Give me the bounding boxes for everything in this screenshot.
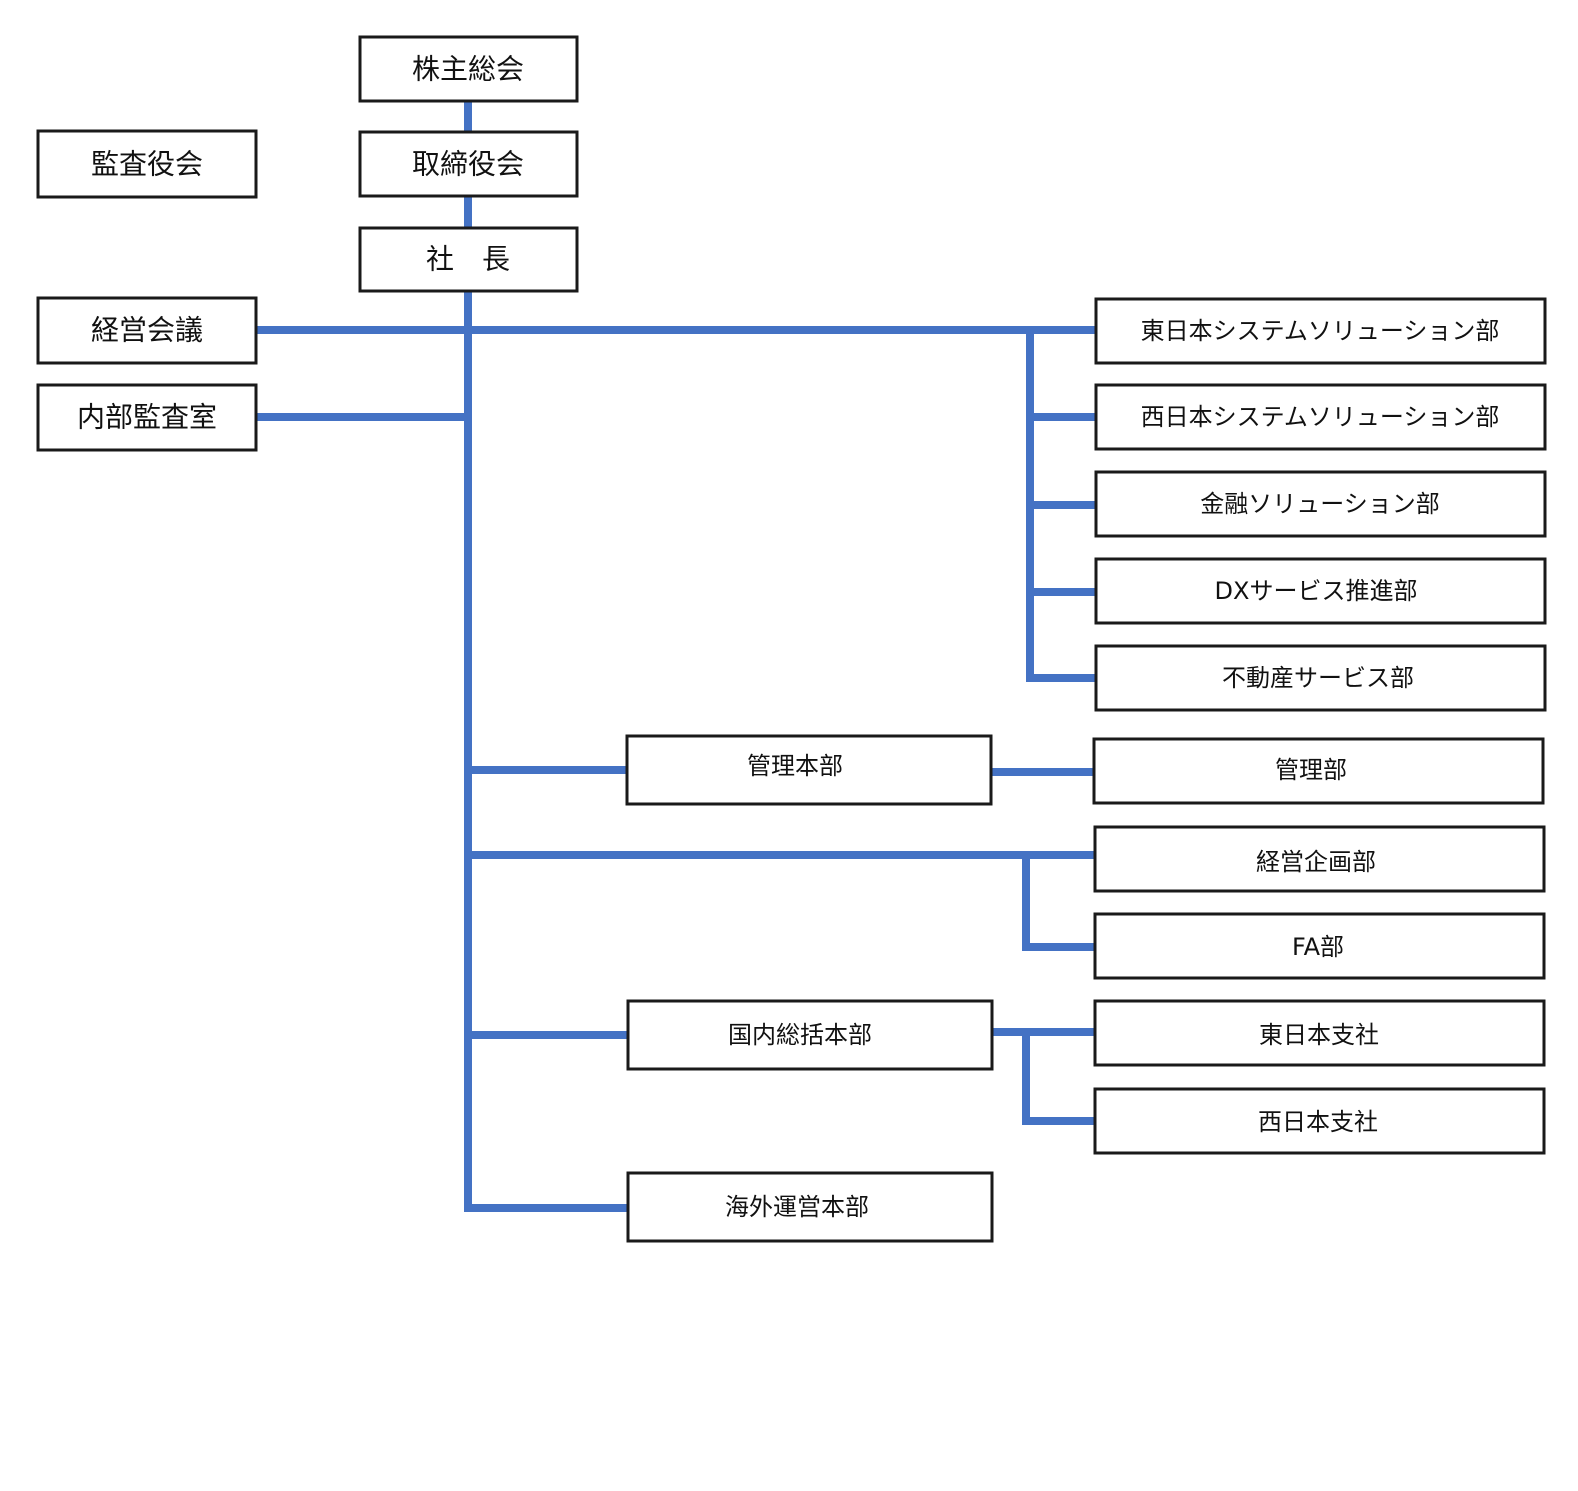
connector-west-branch <box>1026 1117 1095 1125</box>
connector-fa <box>1026 943 1096 951</box>
connector-dx <box>1030 588 1097 596</box>
node-admin-hq: 管理本部 <box>625 734 993 806</box>
node-label: 西日本システムソリューション部 <box>1141 403 1500 431</box>
node-board: 取締役会 <box>358 130 579 198</box>
connector-main-trunk <box>464 290 472 1212</box>
connector-branch-trunk <box>1022 1030 1030 1125</box>
node-label: 監査役会 <box>91 148 203 181</box>
node-domestic-hq: 国内総括本部 <box>626 999 994 1071</box>
node-label: 東日本支社 <box>1259 1021 1379 1049</box>
node-west-system: 西日本システムソリューション部 <box>1094 383 1547 451</box>
connector-real-estate <box>1030 674 1097 682</box>
connector-domestic-hq <box>468 1031 628 1039</box>
node-dx: DXサービス推進部 <box>1094 557 1547 625</box>
connector-west-system <box>1030 413 1097 421</box>
node-overseas-hq: 海外運営本部 <box>626 1171 994 1243</box>
node-label: 西日本支社 <box>1258 1108 1378 1136</box>
connector-admin-hq <box>468 766 628 774</box>
connector-board-president <box>464 196 472 228</box>
node-internal-audit: 内部監査室 <box>36 383 258 452</box>
connector-shareholders-board <box>464 100 472 132</box>
connectors <box>256 100 1097 1212</box>
connector-east-branch <box>990 1028 1095 1036</box>
node-corp-planning: 経営企画部 <box>1093 825 1546 893</box>
node-label: 国内総括本部 <box>728 1021 872 1049</box>
node-label: 内部監査室 <box>77 401 217 434</box>
node-admin-dept: 管理部 <box>1092 737 1545 805</box>
node-real-estate: 不動産サービス部 <box>1094 644 1547 712</box>
node-fa: FA部 <box>1093 912 1546 980</box>
node-management-meeting: 経営会議 <box>36 296 258 365</box>
node-label: 不動産サービス部 <box>1222 664 1414 692</box>
node-label: 金融ソリューション部 <box>1200 490 1440 518</box>
node-label: 経営企画部 <box>1256 848 1376 876</box>
node-label: 社 長 <box>426 243 510 276</box>
node-label: FA部 <box>1292 933 1344 961</box>
node-shareholders: 株主総会 <box>358 35 579 103</box>
node-label: 海外運営本部 <box>725 1193 869 1221</box>
connector-planning-trunk <box>1022 853 1030 951</box>
node-auditors: 監査役会 <box>36 129 258 199</box>
connector-corp-planning <box>468 851 1095 859</box>
node-label: 管理本部 <box>747 752 843 780</box>
node-label: 取締役会 <box>412 148 524 181</box>
node-label: 東日本システムソリューション部 <box>1141 317 1500 345</box>
node-finance: 金融ソリューション部 <box>1094 470 1547 538</box>
node-label: 管理部 <box>1275 756 1347 784</box>
node-east-system: 東日本システムソリューション部 <box>1094 297 1547 365</box>
connector-management-meeting <box>256 326 1097 334</box>
connector-overseas-hq <box>464 1204 628 1212</box>
node-label: DXサービス推進部 <box>1215 577 1418 605</box>
node-east-branch: 東日本支社 <box>1093 999 1546 1067</box>
node-label: 株主総会 <box>412 53 524 86</box>
connector-internal-audit <box>256 413 468 421</box>
node-west-branch: 西日本支社 <box>1093 1087 1546 1155</box>
node-president: 社 長 <box>358 226 579 293</box>
connector-finance <box>1030 501 1097 509</box>
connector-admin-dept <box>990 768 1094 776</box>
node-label: 経営会議 <box>91 314 203 347</box>
